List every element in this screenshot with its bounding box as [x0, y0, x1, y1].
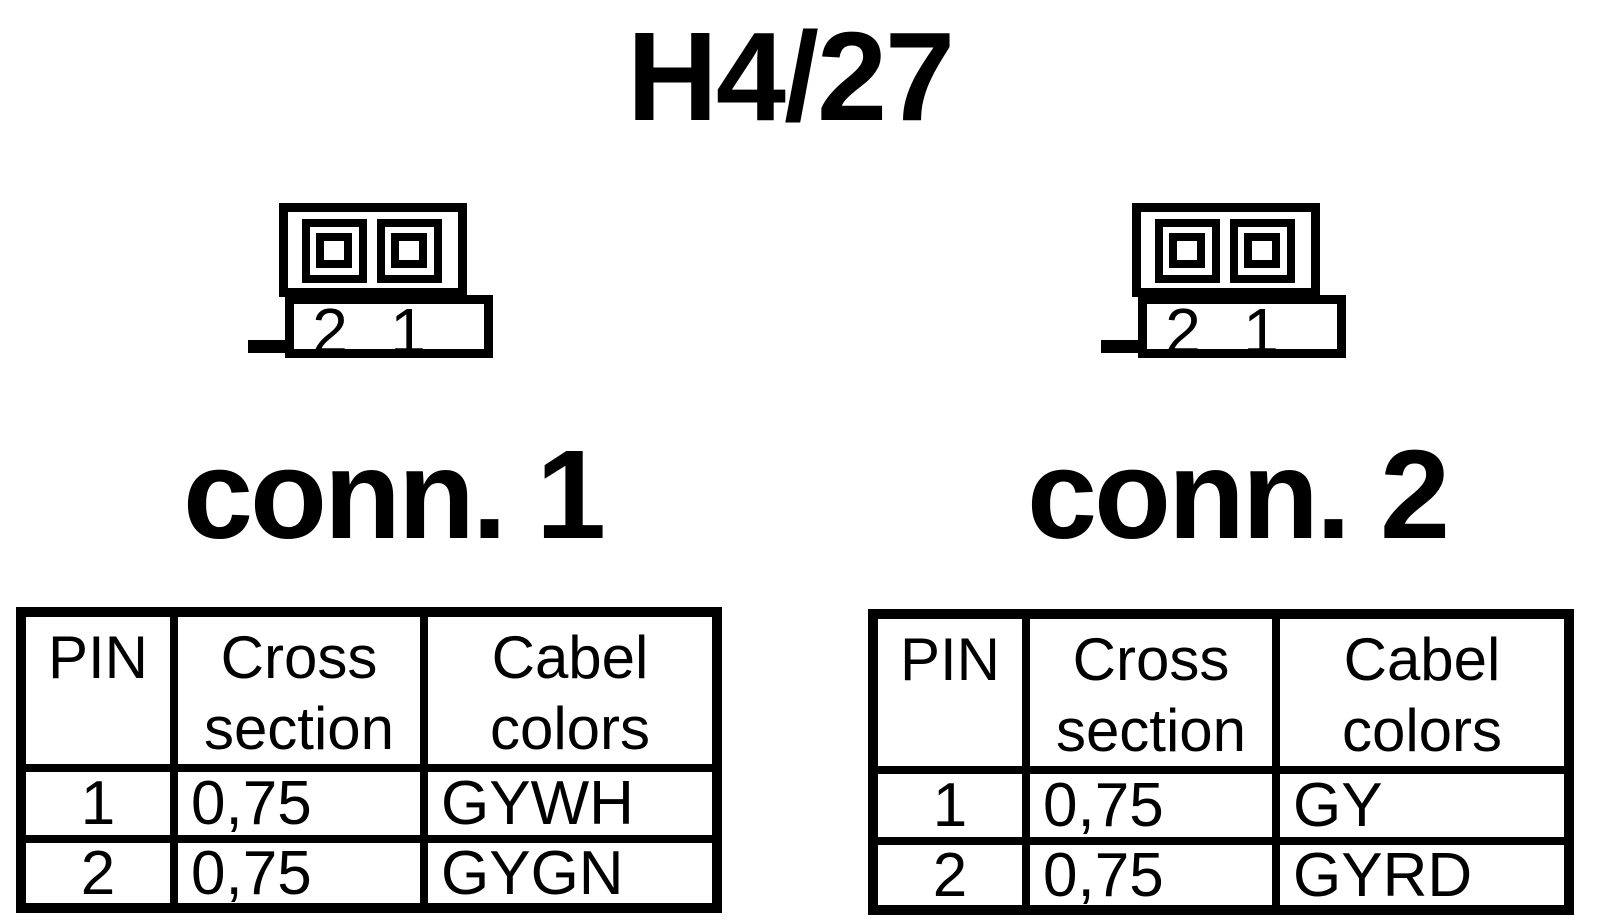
column-header-cable-colors: Cabel colors — [420, 617, 712, 764]
column-header-cross-section: Cross section — [1022, 619, 1272, 766]
pin-number-label: 1 — [1243, 295, 1279, 365]
pin-number-label: 2 — [312, 295, 348, 365]
pin-cell: 2 — [26, 835, 170, 903]
column-header-cross-section: Cross section — [170, 617, 420, 764]
connector-lock-tab — [1101, 340, 1142, 353]
connector-1-heading: conn. 1 — [182, 424, 606, 565]
pin-1-cavity-icon — [1230, 219, 1295, 283]
cable-color-cell: GYGN — [420, 835, 712, 903]
pin-2-terminal-icon — [1169, 233, 1205, 268]
connector-2-drawing: 2 1 — [1101, 203, 1346, 365]
column-header-pin: PIN — [47, 624, 149, 691]
connector-housing-base — [1138, 295, 1346, 358]
cable-color-cell: GYWH — [420, 764, 712, 835]
connector-housing-base — [285, 295, 493, 358]
pin-1-terminal-icon — [1244, 233, 1280, 268]
pin-2-terminal-icon — [316, 233, 352, 268]
cross-section-cell: 0,75 — [170, 835, 420, 903]
connector-1-pin-table: PIN Cross section Cabel colors 1 0,75 GY… — [16, 607, 722, 913]
pin-cell: 1 — [26, 764, 170, 835]
cable-color-cell: GY — [1272, 766, 1564, 837]
pin-number-label: 2 — [1165, 295, 1201, 365]
cross-section-cell: 0,75 — [1022, 837, 1272, 905]
pin-1-terminal-icon — [391, 233, 427, 268]
cable-color-cell: GYRD — [1272, 837, 1564, 905]
pin-cell: 2 — [878, 837, 1022, 905]
connector-2-heading: conn. 2 — [1026, 424, 1450, 565]
pin-cell: 1 — [878, 766, 1022, 837]
diagram-title: H4/27 — [626, 6, 955, 147]
cross-section-cell: 0,75 — [1022, 766, 1272, 837]
connector-2-pin-table: PIN Cross section Cabel colors 1 0,75 GY… — [868, 609, 1574, 915]
pin-number-label: 1 — [390, 295, 426, 365]
connector-1-drawing: 2 1 — [248, 203, 493, 365]
column-header-cable-colors: Cabel colors — [1272, 619, 1564, 766]
cross-section-cell: 0,75 — [170, 764, 420, 835]
connector-lock-tab — [248, 340, 289, 353]
column-header-pin: PIN — [899, 626, 1001, 693]
